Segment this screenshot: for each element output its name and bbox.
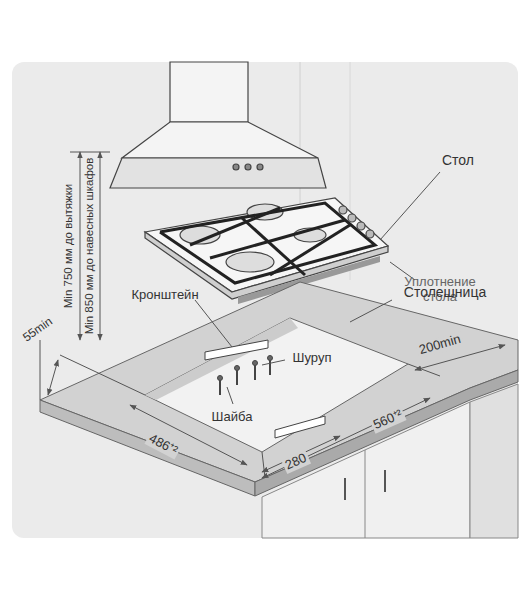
dimension-text: Min 850 мм до навесных шкафов bbox=[83, 156, 96, 337]
cooker-hood bbox=[110, 62, 326, 188]
dimension-text: Min 750 мм до вытяжки bbox=[62, 182, 75, 310]
part-label: Шуруп bbox=[291, 351, 334, 366]
dimension-line bbox=[40, 152, 505, 478]
part-label: Стол bbox=[440, 152, 476, 168]
part-label: Кронштейн bbox=[129, 288, 200, 303]
cabinet bbox=[262, 384, 518, 538]
background-panel bbox=[12, 62, 518, 538]
part-label: Шайба bbox=[210, 410, 255, 425]
leader-line bbox=[195, 172, 440, 404]
part-label: Столешница bbox=[402, 284, 488, 300]
